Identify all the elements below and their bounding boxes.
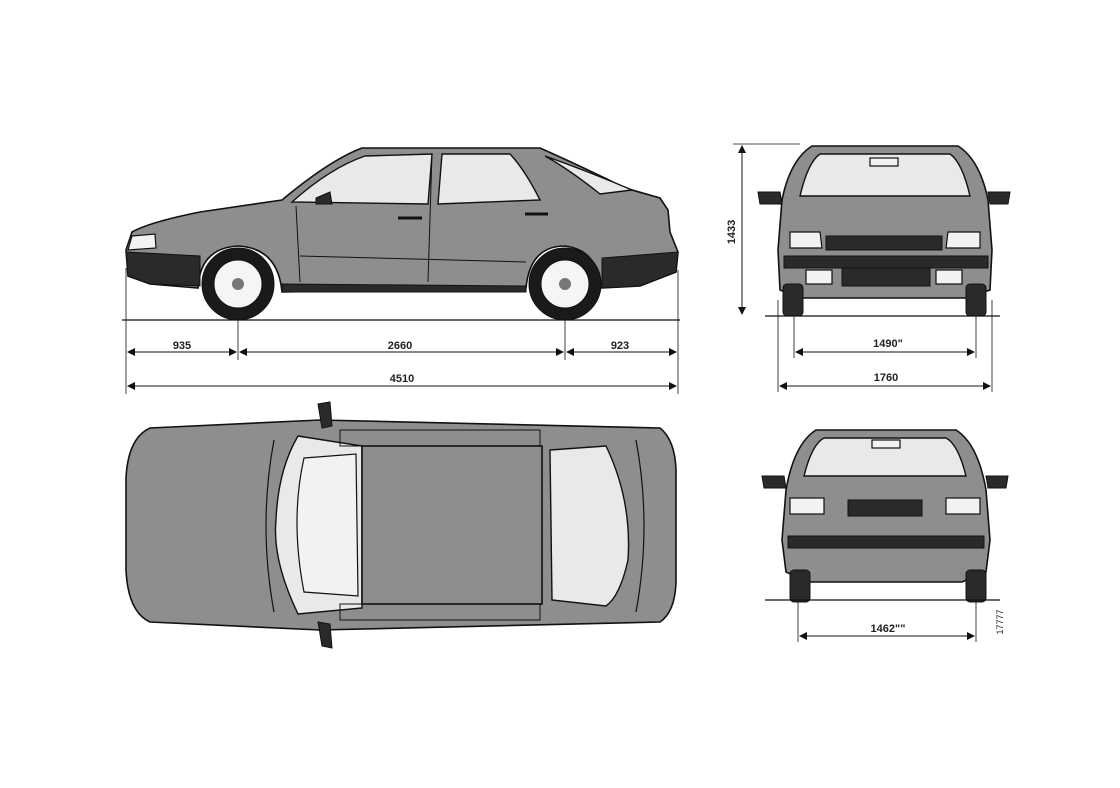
rear-left-tyre — [789, 569, 811, 603]
side-front-wheel — [201, 247, 275, 321]
front-right-mirror — [987, 191, 1011, 205]
rear-window — [803, 437, 967, 477]
rear-right-mirror — [985, 475, 1009, 489]
side-rear-quarter — [544, 155, 635, 195]
front-view: 1433 1490" 1760 — [726, 143, 1011, 392]
top-rear-window — [549, 445, 630, 607]
front-air-intake — [841, 267, 931, 287]
side-lower-trim — [125, 251, 201, 287]
front-mirror-interior — [869, 157, 899, 167]
top-left-side-glass — [339, 429, 541, 447]
top-roof — [361, 445, 543, 605]
overall-length-label: 4510 — [390, 373, 414, 385]
rear-bumper — [787, 535, 985, 549]
rear-license-plate — [847, 499, 923, 517]
side-headlight — [127, 233, 157, 251]
side-view: 935 2660 923 4510 — [122, 147, 680, 394]
side-sill — [281, 283, 527, 293]
front-track-label: 1490" — [873, 338, 903, 350]
top-trunk-line — [635, 439, 645, 613]
side-body-crease — [299, 255, 527, 263]
rear-left-taillight — [789, 497, 825, 515]
front-left-tyre — [782, 283, 804, 317]
front-right-tyre — [965, 283, 987, 317]
front-windshield — [799, 153, 971, 197]
wheelbase-label: 2660 — [388, 340, 412, 352]
rear-right-taillight — [945, 497, 981, 515]
side-mirror — [315, 191, 333, 205]
side-b-pillar — [427, 153, 433, 283]
side-rear-window — [437, 153, 542, 205]
front-right-foglight — [935, 269, 963, 285]
top-view — [125, 401, 677, 649]
rear-left-mirror — [761, 475, 787, 489]
top-right-side-glass — [339, 603, 541, 621]
front-right-headlight — [945, 231, 981, 249]
side-rear-bumper — [601, 251, 679, 289]
rear-overhang-label: 923 — [611, 340, 629, 352]
top-cowl-line — [265, 439, 275, 613]
overall-height-label: 1433 — [726, 220, 738, 244]
rear-track-label: 1462"" — [871, 623, 906, 635]
overall-width-label: 1760 — [874, 372, 898, 384]
front-overhang-label: 935 — [173, 340, 191, 352]
front-left-mirror — [757, 191, 783, 205]
front-bumper — [783, 255, 989, 269]
top-interior-front — [296, 453, 359, 597]
top-left-mirror — [317, 401, 333, 429]
rear-brake-light — [871, 439, 901, 449]
side-rear-wheel — [528, 247, 602, 321]
top-right-mirror — [317, 621, 333, 649]
reference-code: 17777 — [995, 609, 1005, 634]
front-left-headlight — [789, 231, 823, 249]
front-left-foglight — [805, 269, 833, 285]
side-front-window — [290, 153, 433, 205]
front-grille — [825, 235, 943, 251]
side-door-line-front — [295, 205, 301, 283]
rear-view: 1462"" 17777 — [761, 429, 1009, 642]
rear-right-tyre — [965, 569, 987, 603]
